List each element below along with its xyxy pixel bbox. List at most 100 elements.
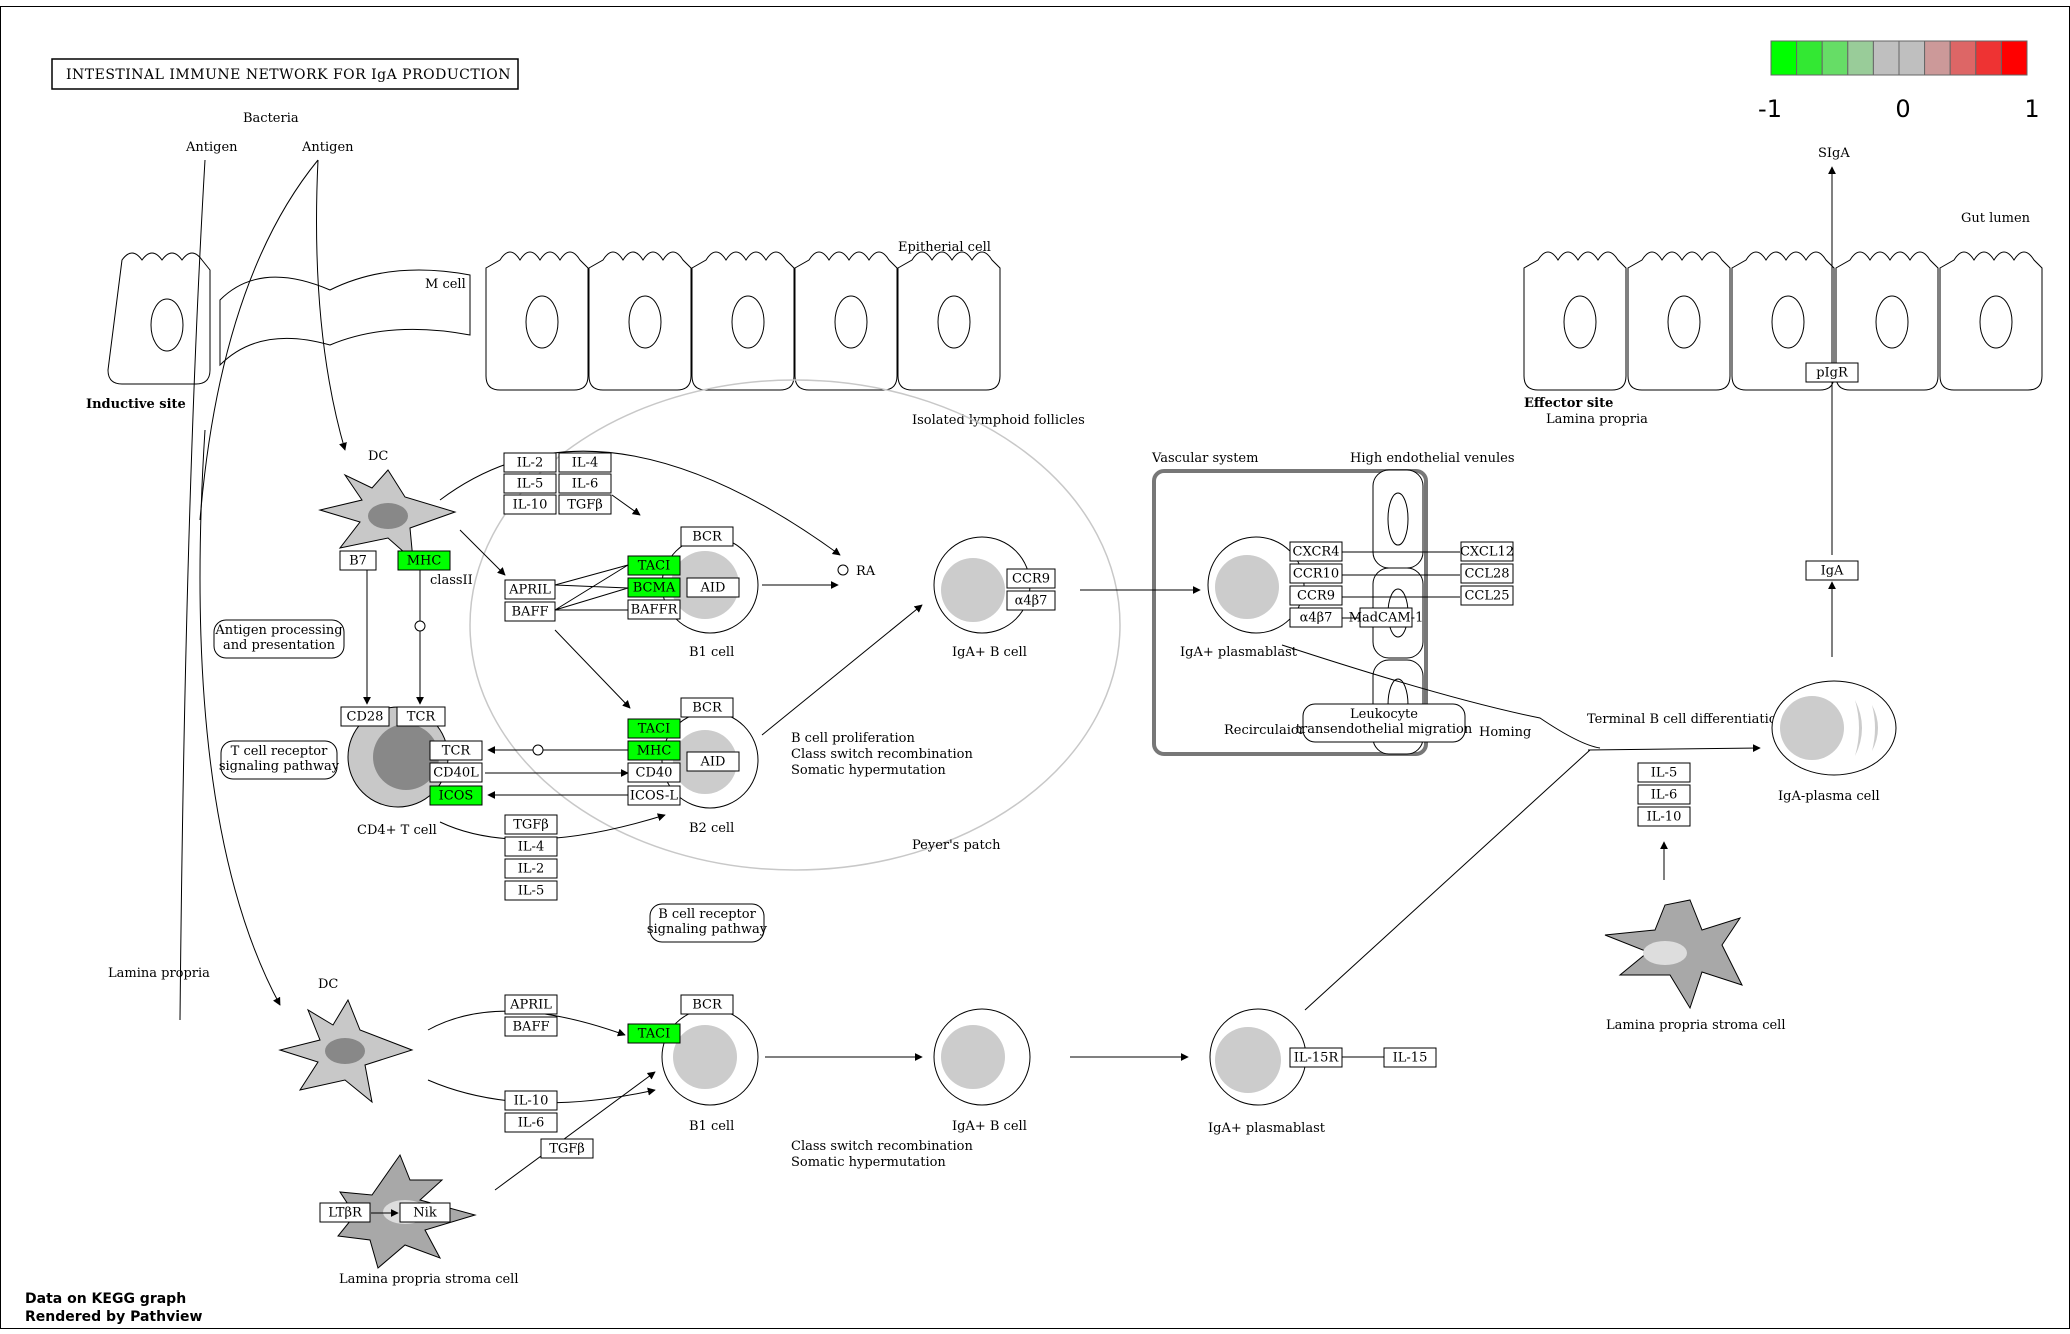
gene-box-ltbr[interactable]: LTβR	[319, 1202, 371, 1223]
gene-label-tcr-top: TCR	[407, 710, 437, 725]
label-homing: Homing	[1479, 725, 1531, 740]
gene-box-tgfb-a[interactable]: TGFβ	[558, 494, 612, 515]
gene-box-il5-b[interactable]: IL-5	[504, 880, 558, 901]
label-iga-plasma-cell: IgA-plasma cell	[1778, 789, 1880, 804]
gene-box-mhc-b[interactable]: MHC	[627, 740, 681, 761]
gene-box-ccr9-v[interactable]: CCR9	[1289, 585, 1343, 606]
arrow-terminal-differentiation	[1587, 744, 1761, 753]
gene-label-b7: B7	[349, 554, 367, 569]
gene-box-a4b7-v[interactable]: α4β7	[1289, 607, 1343, 628]
gene-box-pigr[interactable]: pIgR	[1805, 362, 1859, 383]
gene-box-ccr9-a[interactable]: CCR9	[1006, 568, 1056, 589]
gene-box-baffr[interactable]: BAFFR	[627, 599, 681, 620]
gene-box-il10-c[interactable]: IL-10	[504, 1090, 558, 1111]
gene-label-il5-b: IL-5	[518, 884, 544, 899]
pathway-bcr-signaling[interactable]: B cell receptor signaling pathway	[647, 903, 768, 943]
label-iga-plasmablast-top: IgA+ plasmablast	[1180, 645, 1298, 660]
gene-box-bcr-c[interactable]: BCR	[680, 994, 734, 1015]
gene-label-il5-a: IL-5	[517, 477, 543, 492]
label-terminal-b: Terminal B cell differentiation	[1587, 712, 1786, 727]
gene-box-il15r[interactable]: IL-15R	[1289, 1047, 1343, 1068]
gene-label-baff-c: BAFF	[513, 1020, 550, 1035]
gene-box-a4b7-a[interactable]: α4β7	[1006, 590, 1056, 611]
gene-label-il2-a: IL-2	[517, 456, 543, 471]
gene-box-baff-c[interactable]: BAFF	[504, 1016, 558, 1037]
label-isolated-follicles: Isolated lymphoid follicles	[912, 413, 1085, 428]
gene-box-taci-c[interactable]: TACI	[627, 1023, 681, 1044]
gene-box-bcr-a[interactable]: BCR	[680, 526, 734, 547]
gene-label-il6-a: IL-6	[572, 477, 598, 492]
legend-swatch	[1949, 40, 1977, 76]
gene-label-mhc-b: MHC	[637, 744, 672, 759]
label-dc-top: DC	[368, 449, 388, 464]
epithelial-nucleus	[731, 295, 765, 349]
gene-box-mhc-dc[interactable]: MHC	[397, 550, 451, 571]
vascular-system-box	[1152, 469, 1428, 756]
gene-box-bcr-b[interactable]: BCR	[680, 697, 734, 718]
label-antigen-1: Antigen	[185, 140, 238, 155]
gene-box-cd28[interactable]: CD28	[340, 706, 390, 727]
epithelial-nucleus	[1771, 295, 1805, 349]
gene-box-april-c[interactable]: APRIL	[504, 994, 558, 1015]
pathway-tcr-line1: T cell receptor	[231, 744, 328, 759]
gene-label-il4-b: IL-4	[518, 840, 544, 855]
gene-box-icos[interactable]: ICOS	[429, 785, 483, 806]
gene-box-icosl[interactable]: ICOS-L	[627, 785, 681, 806]
gene-box-il4-a[interactable]: IL-4	[558, 452, 612, 473]
gene-box-il6-c[interactable]: IL-6	[504, 1112, 558, 1133]
gene-box-il2-b[interactable]: IL-2	[504, 858, 558, 879]
gene-box-il4-b[interactable]: IL-4	[504, 836, 558, 857]
line-plasmablast-homing	[1281, 644, 1601, 749]
gene-label-cd28: CD28	[347, 710, 384, 725]
gene-box-tgfb-c[interactable]: TGFβ	[540, 1138, 594, 1159]
gene-box-ccl28[interactable]: CCL28	[1460, 563, 1514, 584]
gene-box-aid-a[interactable]: AID	[686, 577, 740, 598]
gene-label-a4b7-v: α4β7	[1300, 611, 1333, 626]
gene-box-nik[interactable]: Nik	[399, 1202, 451, 1223]
gene-box-il5-a[interactable]: IL-5	[503, 473, 557, 494]
gene-box-tcr[interactable]: TCR	[429, 740, 483, 761]
label-csr-bottom-2: Somatic hypermutation	[791, 1155, 946, 1170]
gene-box-cxcr4[interactable]: CXCR4	[1289, 541, 1343, 562]
gene-box-il10-r[interactable]: IL-10	[1637, 806, 1691, 827]
gene-box-bcma[interactable]: BCMA	[627, 577, 681, 598]
gene-box-cd40[interactable]: CD40	[627, 762, 681, 783]
gene-box-aid-b[interactable]: AID	[686, 751, 740, 772]
gene-box-il10-a[interactable]: IL-10	[503, 494, 557, 515]
pathway-antigen-processing-line1: Antigen processing	[214, 623, 342, 638]
pathway-leukocyte-migration[interactable]: Leukocyte transendothelial migration	[1296, 703, 1473, 743]
pathway-tcr-signaling[interactable]: T cell receptor signaling pathway	[219, 740, 340, 780]
gene-label-il10-c: IL-10	[514, 1094, 549, 1109]
gene-box-il6-r[interactable]: IL-6	[1637, 784, 1691, 805]
gene-box-il6-a[interactable]: IL-6	[558, 473, 612, 494]
epithelial-nucleus	[834, 295, 868, 349]
gene-box-cxcl12[interactable]: CXCL12	[1460, 541, 1514, 562]
gene-box-ccr10[interactable]: CCR10	[1289, 563, 1343, 584]
gene-box-b7[interactable]: B7	[339, 550, 377, 571]
label-antigen-2: Antigen	[301, 140, 354, 155]
gene-box-il5-r[interactable]: IL-5	[1637, 762, 1691, 783]
label-b-prolif-2: Class switch recombination	[791, 747, 973, 762]
gene-box-tcr-top[interactable]: TCR	[396, 706, 446, 727]
gene-label-cd40l: CD40L	[433, 766, 479, 781]
gene-box-il15[interactable]: IL-15	[1383, 1047, 1437, 1068]
gene-box-taci-a[interactable]: TACI	[627, 555, 681, 576]
gene-box-ccl25[interactable]: CCL25	[1460, 585, 1514, 606]
gene-box-april-a[interactable]: APRIL	[504, 579, 556, 600]
gene-box-baff-a[interactable]: BAFF	[504, 601, 556, 622]
gene-label-il6-r: IL-6	[1651, 788, 1677, 803]
gene-box-il2-a[interactable]: IL-2	[503, 452, 557, 473]
epithelial-nucleus	[1667, 295, 1701, 349]
gene-box-madcam[interactable]: MadCAM-1	[1349, 607, 1424, 628]
ra-node	[837, 564, 849, 576]
pathway-bcr-line2: signaling pathway	[647, 922, 768, 937]
gene-box-cd40l[interactable]: CD40L	[429, 762, 483, 783]
label-iga-b-cell-bottom: IgA+ B cell	[952, 1119, 1027, 1134]
gene-box-taci-b[interactable]: TACI	[627, 718, 681, 739]
gene-box-iga[interactable]: IgA	[1805, 560, 1859, 581]
pathway-antigen-processing[interactable]: Antigen processing and presentation	[213, 619, 345, 659]
gene-box-tgfb-b[interactable]: TGFβ	[504, 814, 558, 835]
gene-label-tgfb-a: TGFβ	[567, 498, 603, 513]
label-dc-bottom: DC	[318, 977, 338, 992]
